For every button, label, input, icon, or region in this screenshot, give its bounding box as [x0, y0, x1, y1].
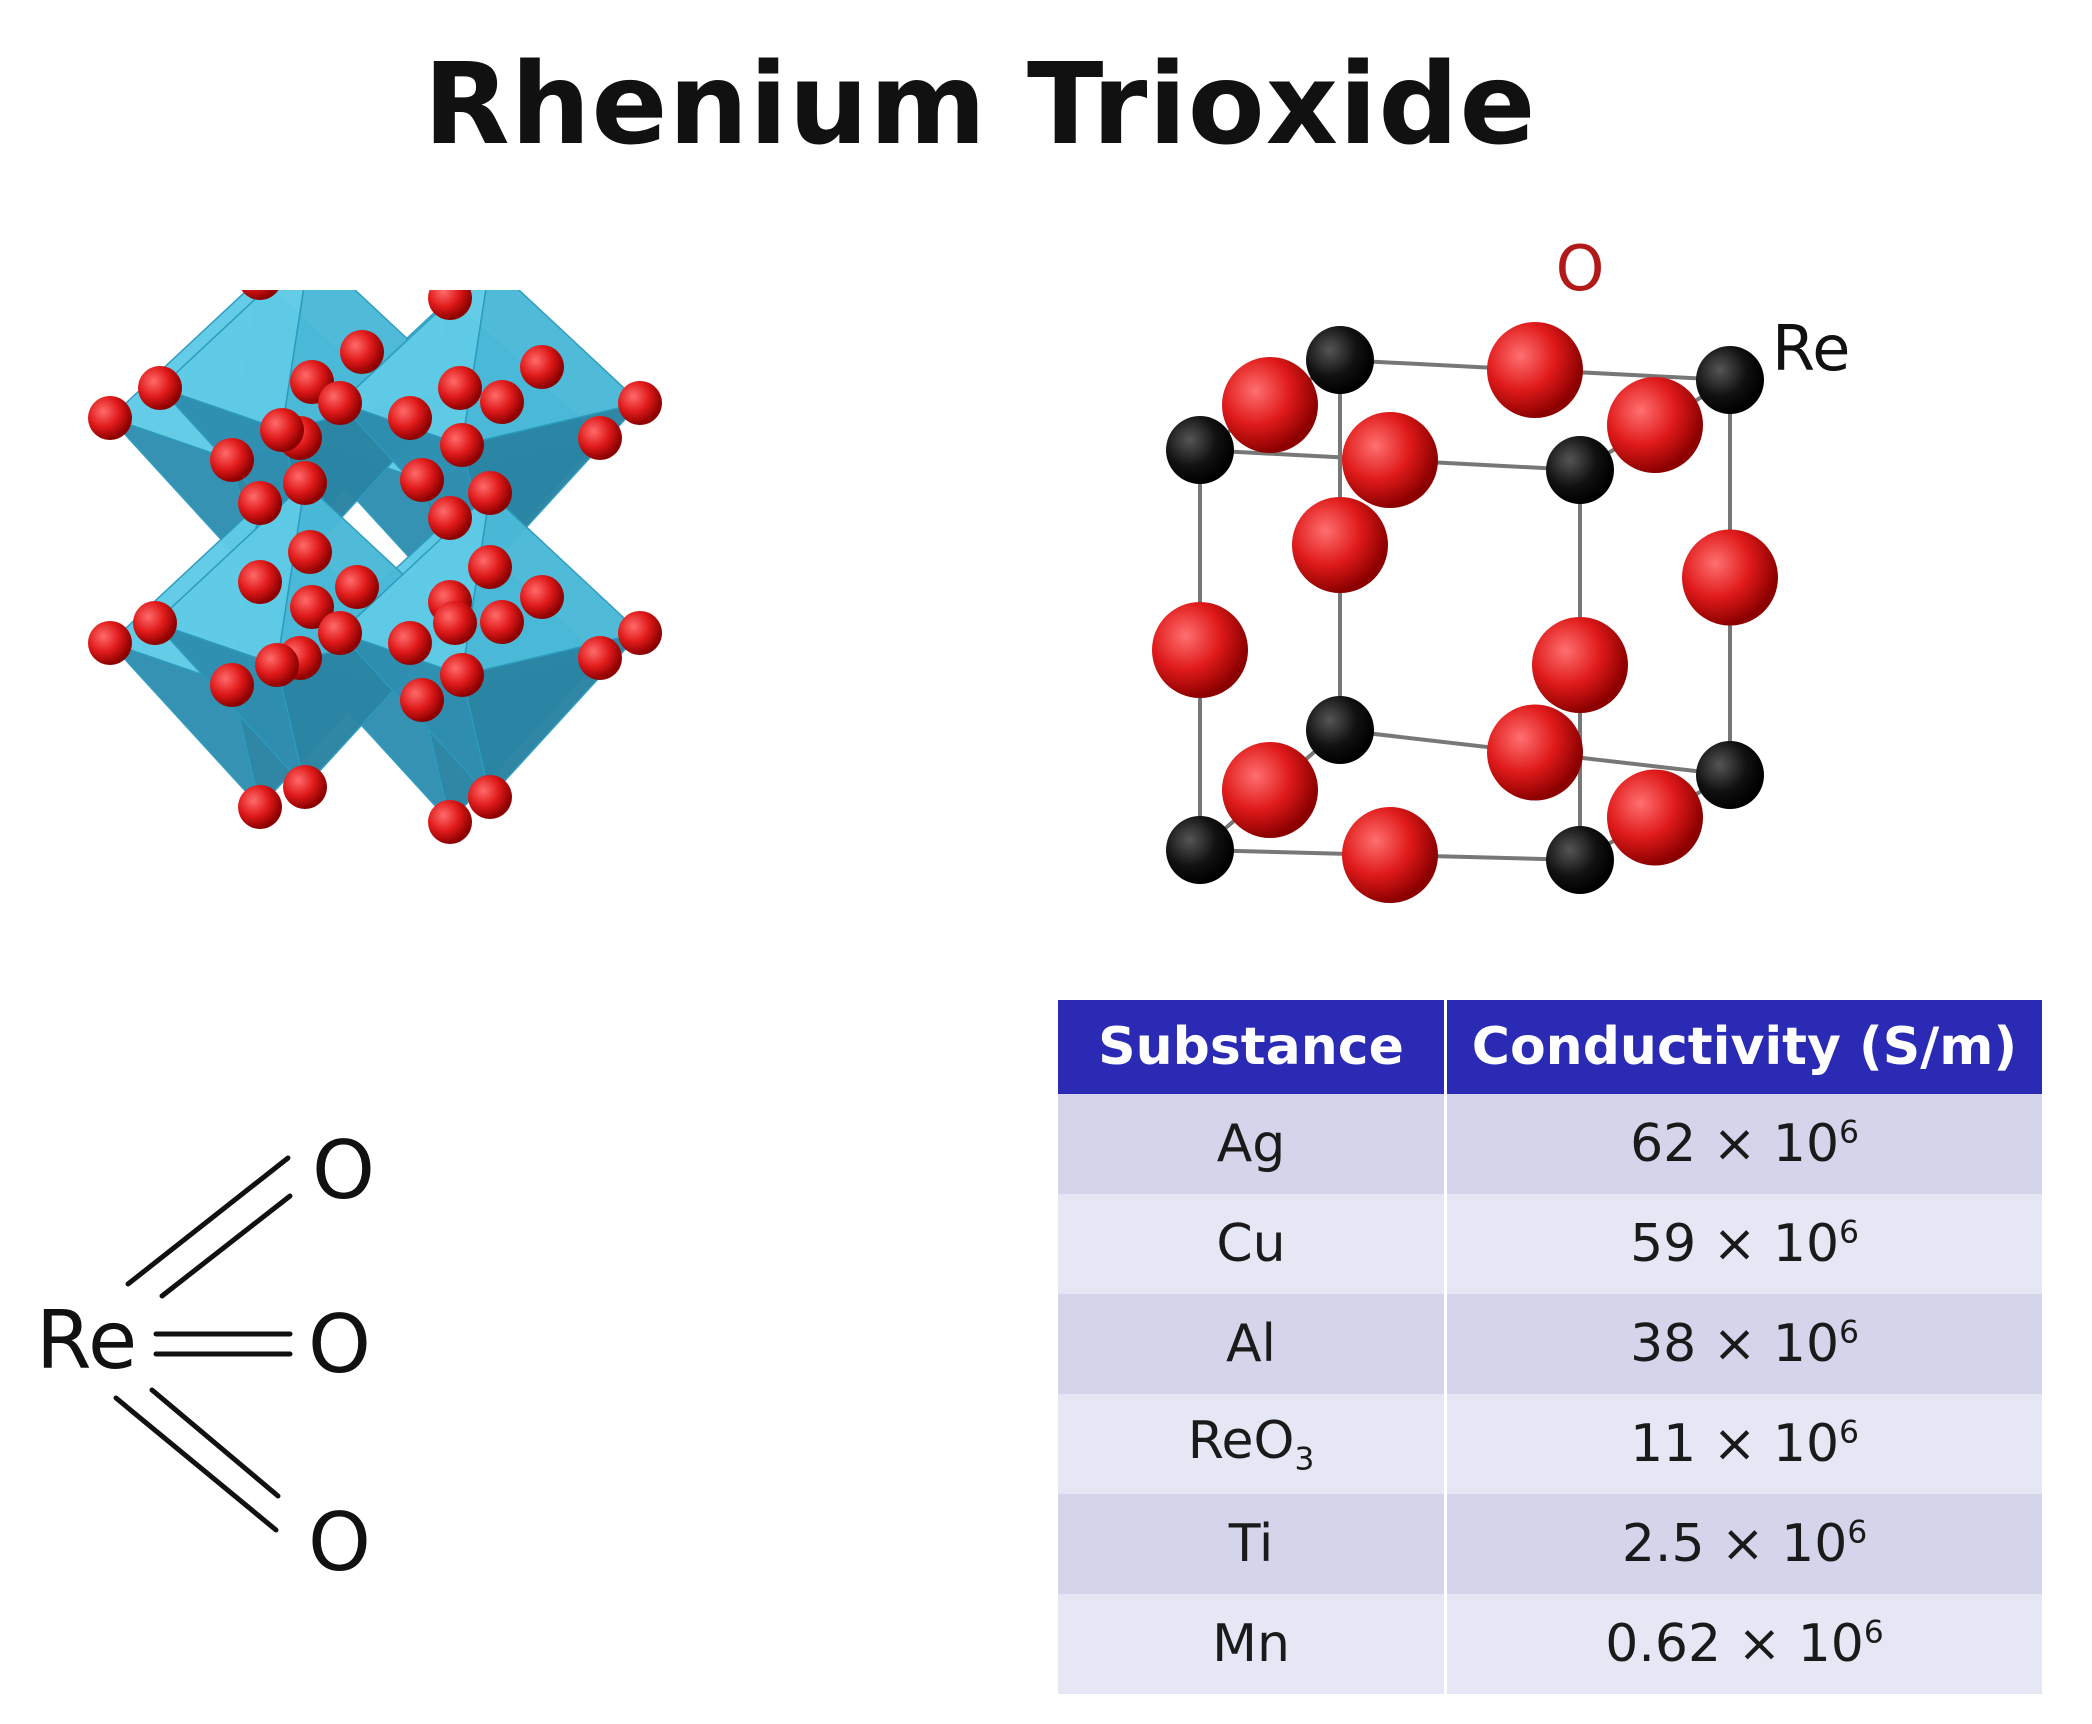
oxygen-atom [318, 381, 362, 425]
oxygen-atom [283, 765, 327, 809]
oxygen-atom [578, 636, 622, 680]
oxygen-atom [290, 585, 334, 629]
oxygen-atom [1607, 377, 1703, 473]
oxygen-atom [88, 621, 132, 665]
substance-cell: Ti [1058, 1494, 1447, 1594]
oxygen-atom [340, 330, 384, 374]
oxygen-atom [468, 775, 512, 819]
rhenium-atom [1166, 816, 1234, 884]
oxygen-atom [400, 458, 444, 502]
oxygen-atom [618, 381, 662, 425]
lewis-structure: Re O O O [36, 1124, 375, 1589]
double-bond-top-b [159, 1193, 293, 1299]
oxygen-atom [1682, 529, 1778, 626]
oxygen-atom [1342, 807, 1438, 903]
rhenium-atom [1306, 696, 1374, 764]
conductivity-cell: 0.62 × 106 [1445, 1594, 2042, 1694]
lewis-oxygen-bottom: O [308, 1496, 371, 1589]
oxygen-atom [283, 461, 327, 505]
oxygen-atom [440, 653, 484, 697]
rhenium-atom [1696, 346, 1764, 414]
table-row: Ti 2.5 × 106 [1058, 1494, 2042, 1594]
oxygen-atom [428, 290, 472, 320]
oxygen-atom [238, 560, 282, 604]
substance-cell: Ag [1058, 1094, 1447, 1194]
table-row: Cu 59 × 106 [1058, 1194, 2042, 1294]
table-row: Mn 0.62 × 106 [1058, 1594, 2042, 1694]
oxygen-atom [255, 643, 299, 687]
header-substance: Substance [1058, 1000, 1447, 1094]
oxygen-atom [428, 496, 472, 540]
double-bond-top-a [125, 1155, 291, 1287]
oxygen-atom [468, 471, 512, 515]
rhenium-atom [1166, 416, 1234, 484]
oxygen-atom [210, 663, 254, 707]
double-bond-bot-a [113, 1395, 279, 1533]
table-row: Ag 62 × 106 [1058, 1094, 2042, 1194]
oxygen-atom [520, 345, 564, 389]
octahedra-structure [88, 290, 662, 844]
page-title: Rhenium Trioxide [423, 40, 1537, 170]
conductivity-cell: 38 × 106 [1445, 1294, 2042, 1394]
lewis-center-re: Re [36, 1294, 137, 1387]
oxygen-label: O [1556, 232, 1605, 305]
oxygen-atom [468, 545, 512, 589]
oxygen-atom [400, 678, 444, 722]
conductivity-cell: 62 × 106 [1445, 1094, 2042, 1194]
oxygen-atom [210, 438, 254, 482]
table-header-row: Substance Conductivity (S/m) [1058, 1000, 2042, 1094]
oxygen-atom [388, 396, 432, 440]
oxygen-atom [1532, 617, 1628, 713]
oxygen-atom [1487, 322, 1583, 418]
oxygen-atom [88, 396, 132, 440]
header-conductivity: Conductivity (S/m) [1445, 1000, 2042, 1094]
oxygen-atom [260, 408, 304, 452]
oxygen-atom [1607, 769, 1703, 866]
substance-cell: ReO3 [1058, 1394, 1447, 1494]
oxygen-atom [133, 601, 177, 645]
unit-cell-diagram: O Re [1152, 232, 1850, 903]
oxygen-atom [238, 481, 282, 525]
lewis-oxygen-middle: O [308, 1298, 371, 1391]
oxygen-atom [288, 530, 332, 574]
oxygen-atom [480, 380, 524, 424]
oxygen-atom [438, 366, 482, 410]
oxygen-atom [1152, 602, 1248, 698]
substance-cell: Al [1058, 1294, 1447, 1394]
oxygen-atom [618, 611, 662, 655]
rhenium-atom [1546, 826, 1614, 894]
oxygen-atom [433, 601, 477, 645]
lewis-oxygen-top: O [312, 1124, 375, 1217]
rhenium-atom [1546, 436, 1614, 504]
oxygen-atom [1292, 497, 1388, 593]
oxygen-atom [388, 621, 432, 665]
oxygen-atom [440, 423, 484, 467]
conductivity-cell: 2.5 × 106 [1445, 1494, 2042, 1594]
rhenium-atom [1696, 741, 1764, 809]
conductivity-table: Substance Conductivity (S/m) Ag 62 × 106… [1058, 1000, 2042, 1694]
oxygen-atom [520, 575, 564, 619]
oxygen-atom [318, 611, 362, 655]
oxygen-atom [428, 800, 472, 844]
table-row: Al 38 × 106 [1058, 1294, 2042, 1394]
oxygen-atom [1487, 704, 1583, 801]
rhenium-atom [1306, 326, 1374, 394]
conductivity-cell: 11 × 106 [1445, 1394, 2042, 1494]
oxygen-atom [1342, 412, 1438, 508]
oxygen-atom [238, 785, 282, 829]
conductivity-cell: 59 × 106 [1445, 1194, 2042, 1294]
oxygen-atom [335, 565, 379, 609]
oxygen-atom [1222, 357, 1318, 453]
oxygen-atom [241, 290, 279, 300]
substance-cell: Mn [1058, 1594, 1447, 1694]
oxygen-atom [578, 416, 622, 460]
rhenium-label: Re [1772, 312, 1850, 385]
double-bond-bot-b [149, 1387, 281, 1499]
oxygen-atom [480, 600, 524, 644]
table-row: ReO3 11 × 106 [1058, 1394, 2042, 1494]
oxygen-atom [1222, 742, 1318, 838]
oxygen-atom [138, 366, 182, 410]
substance-cell: Cu [1058, 1194, 1447, 1294]
